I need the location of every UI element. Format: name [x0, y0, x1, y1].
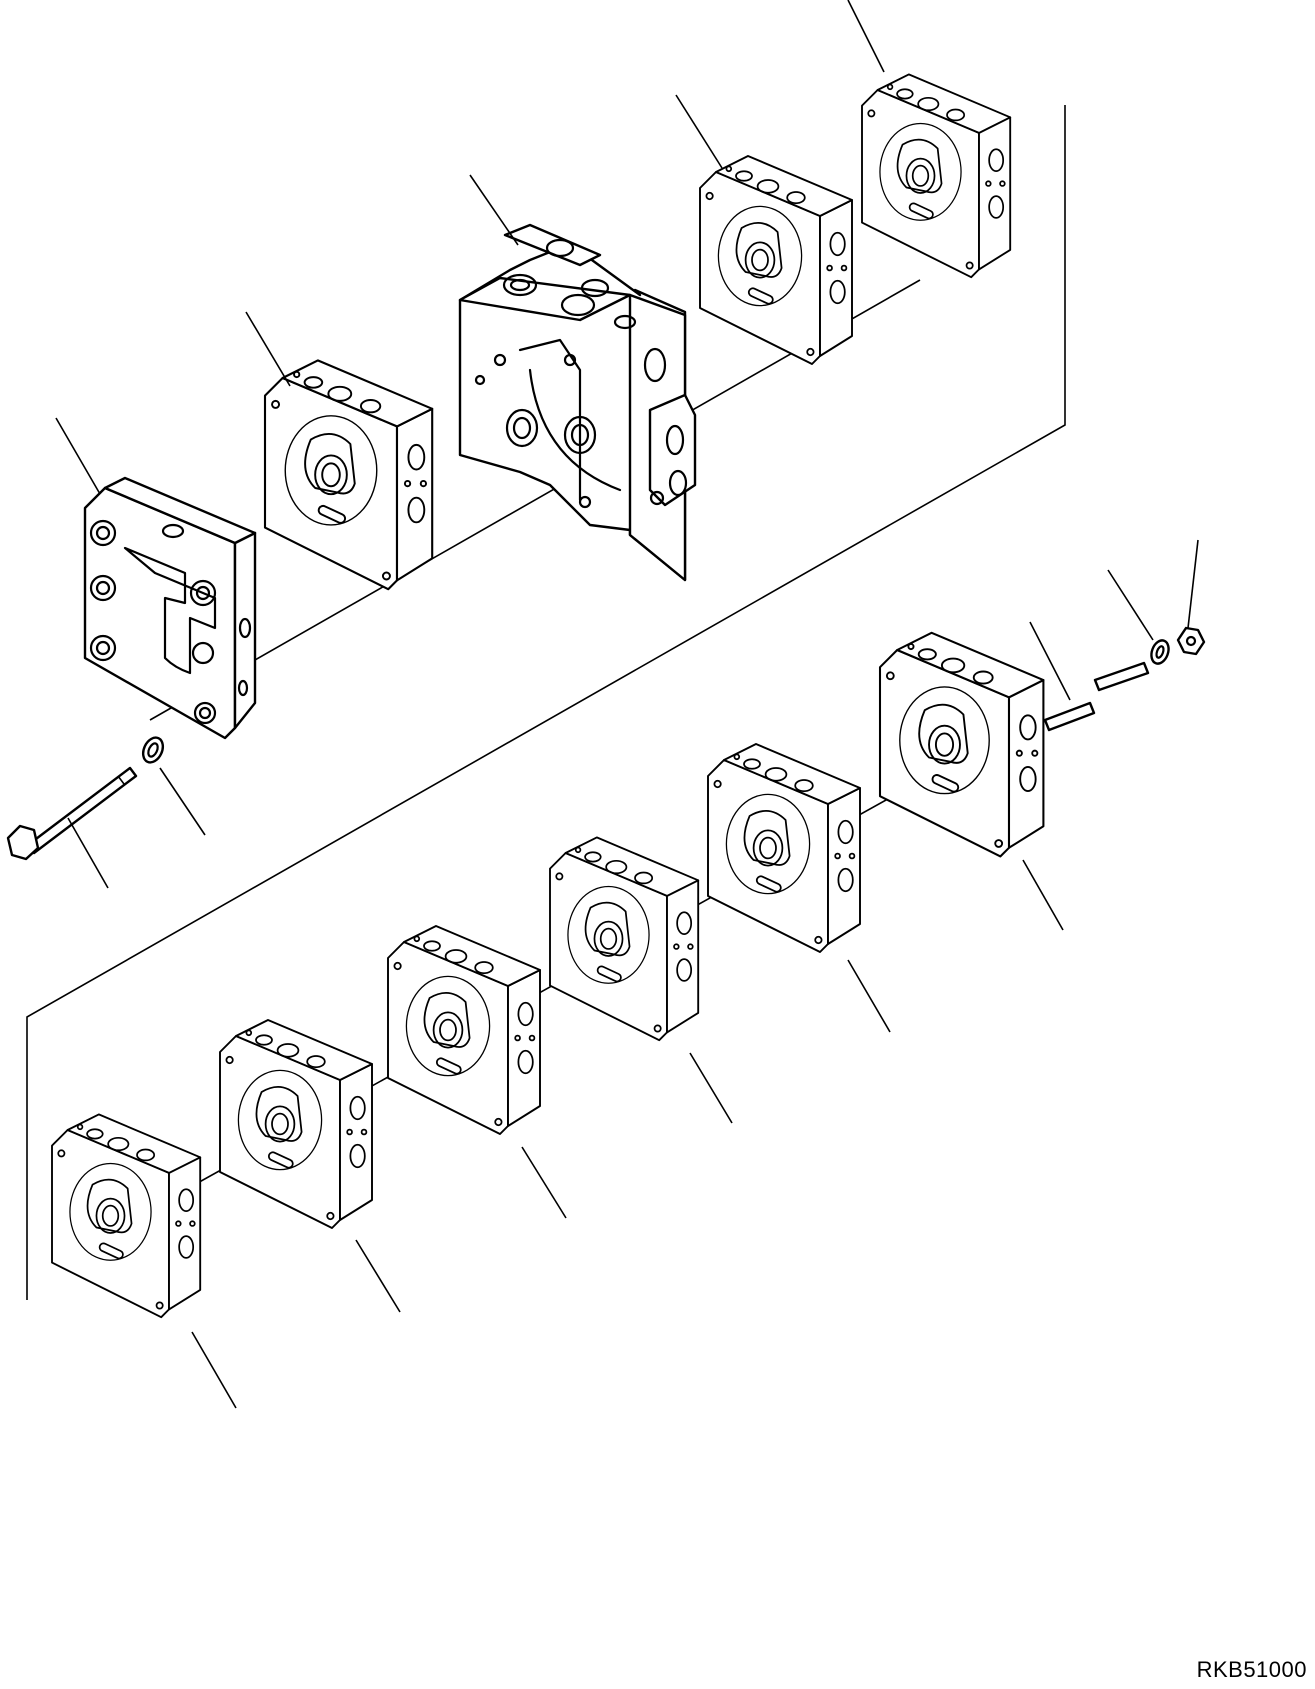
- washer-bolt-side: [141, 736, 165, 764]
- valve-section-lower-2: [707, 743, 861, 953]
- valve-section-lower-5: [219, 1019, 373, 1229]
- nut: [1176, 626, 1206, 656]
- stud: [1043, 661, 1150, 732]
- valve-section-upper-3: [861, 73, 1012, 279]
- drawing-code-label: RKB51000: [1196, 1657, 1307, 1682]
- valve-section-lower-1: [878, 631, 1045, 858]
- valve-section-upper-2: [699, 155, 853, 365]
- valve-section-lower-6: [51, 1113, 202, 1319]
- end-cover: [83, 476, 257, 740]
- valve-body-main: [458, 223, 697, 582]
- valve-section-lower-4: [387, 925, 541, 1135]
- leader-lines: [55, 0, 1199, 1409]
- valve-section-lower-3: [549, 836, 700, 1042]
- valve-section-upper-1: [263, 359, 434, 591]
- tie-bolt: [6, 766, 138, 861]
- washer-nut-side: [1150, 639, 1170, 665]
